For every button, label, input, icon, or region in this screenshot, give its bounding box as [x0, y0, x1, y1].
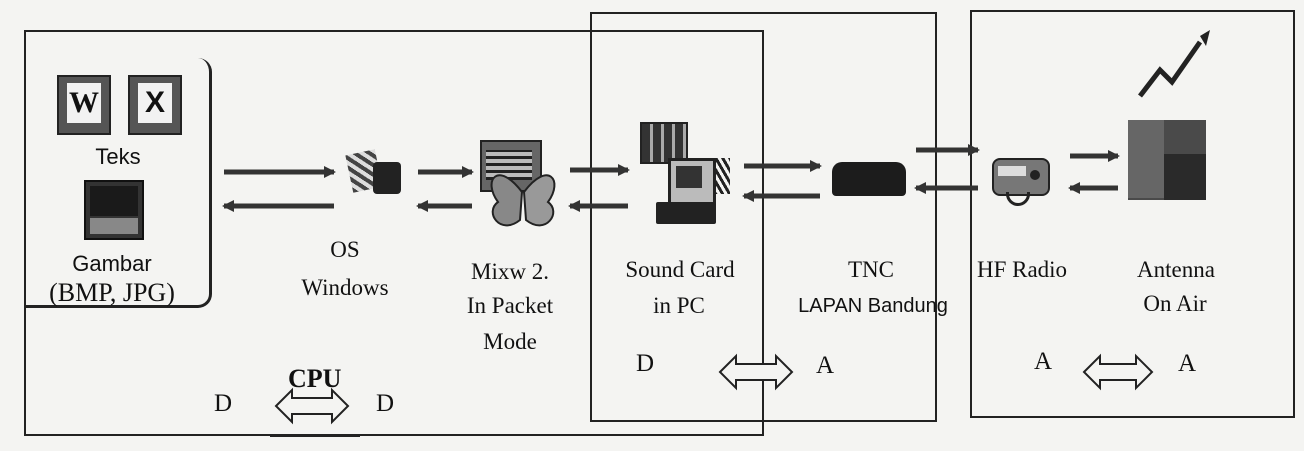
soundcard-label-line2: in PC — [634, 292, 724, 320]
soundcard-right-letter: A — [816, 352, 834, 380]
tnc-label-line1: TNC — [826, 256, 916, 284]
mixw-label-line2: In Packet — [442, 292, 578, 320]
radio-right-letter: A — [1178, 350, 1196, 378]
tnc-label-line2: LAPAN Bandung — [788, 292, 958, 320]
antenna-label-line1: Antenna — [1116, 256, 1236, 284]
signal-lightning-icon — [1140, 42, 1200, 96]
soundcard-left-letter: D — [636, 350, 654, 378]
cpu-label: CPU — [288, 364, 341, 394]
cpu-right-letter: D — [376, 390, 394, 418]
cpu-double-arrow — [276, 390, 348, 422]
radio-double-arrow — [1084, 356, 1152, 388]
os-label-line1: OS — [300, 236, 390, 264]
antenna-label-line2: On Air — [1120, 290, 1230, 318]
cpu-left-letter: D — [214, 390, 232, 418]
radio-left-letter: A — [1034, 348, 1052, 376]
soundcard-double-arrow — [720, 356, 792, 388]
soundcard-label-line1: Sound Card — [606, 256, 754, 284]
mixw-label-line1: Mixw 2. — [450, 258, 570, 286]
os-label-line2: Windows — [280, 274, 410, 302]
mixw-label-line3: Mode — [464, 328, 556, 356]
radio-label: HF Radio — [962, 256, 1082, 284]
